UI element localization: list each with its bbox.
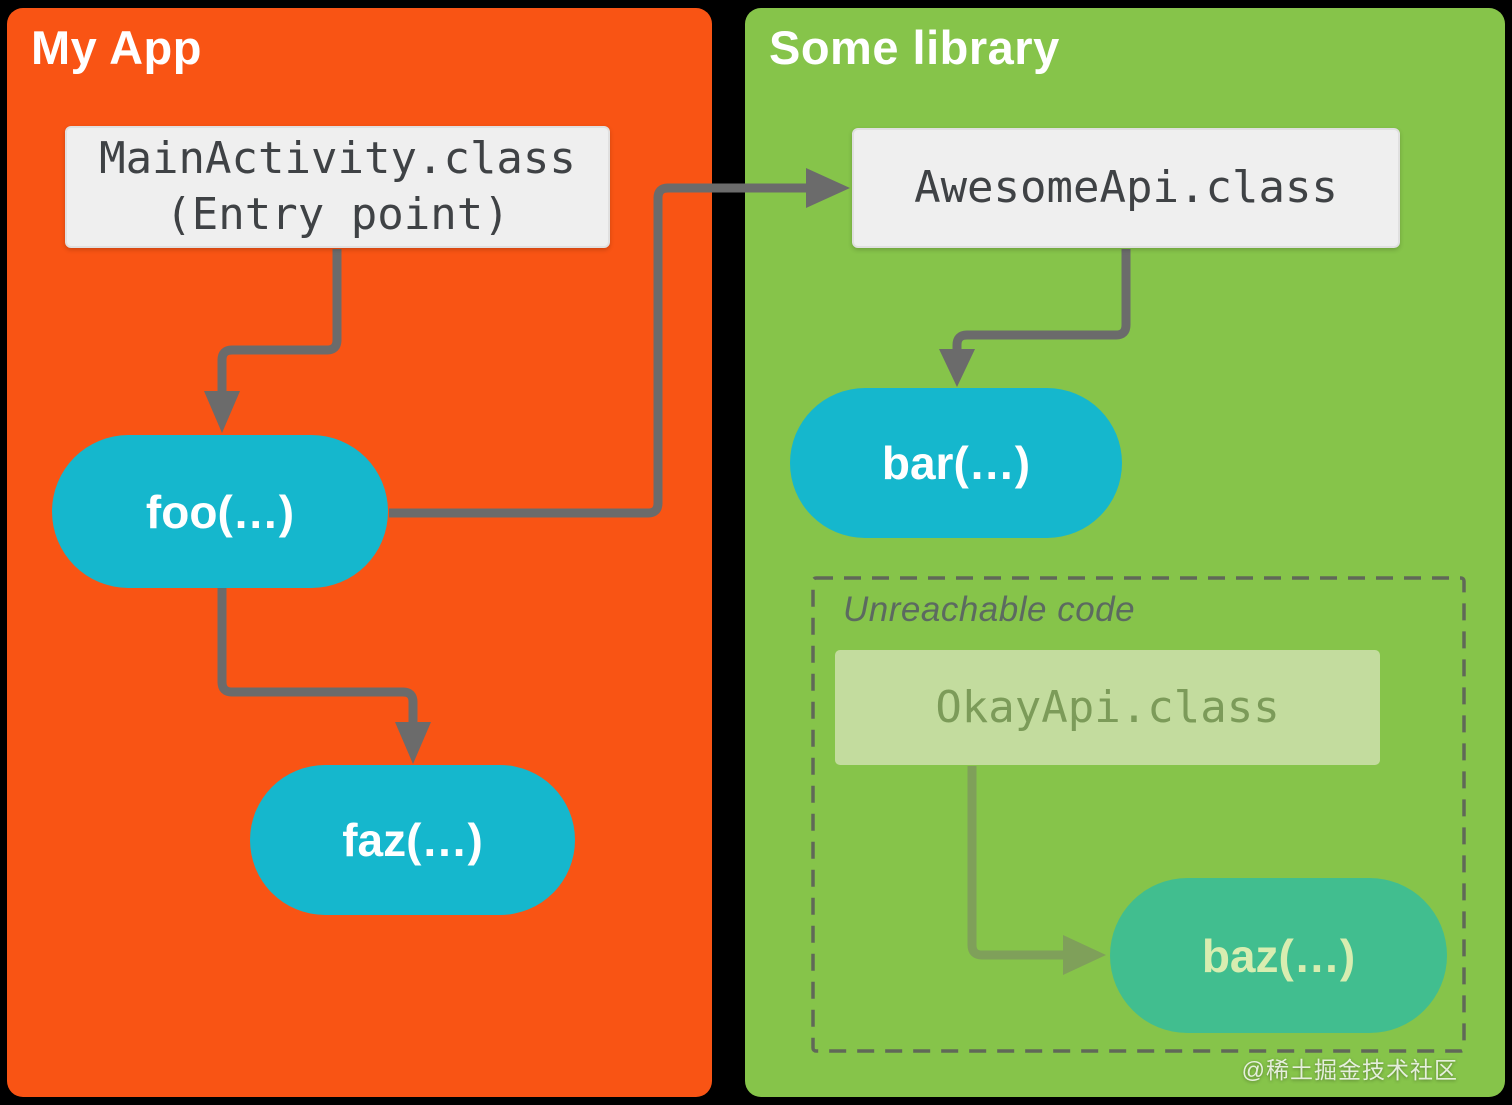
node-baz-method: baz(…)	[1110, 878, 1447, 1033]
node-awesomeapi-class: AwesomeApi.class	[852, 128, 1400, 248]
node-faz-method: faz(…)	[250, 765, 575, 915]
node-faz-label: faz(…)	[342, 814, 483, 866]
node-okayapi-class: OkayApi.class	[835, 650, 1380, 765]
node-foo-method: foo(…)	[52, 435, 388, 588]
panel-title-my-app: My App	[31, 21, 202, 74]
node-mainactivity-class: MainActivity.class (Entry point)	[65, 126, 610, 248]
node-mainactivity-line2: (Entry point)	[165, 189, 510, 240]
unreachable-code-label: Unreachable code	[843, 590, 1136, 629]
panel-title-some-library: Some library	[769, 21, 1060, 74]
node-foo-label: foo(…)	[145, 485, 295, 538]
node-okayapi-label: OkayApi.class	[935, 681, 1280, 733]
node-bar-label: bar(…)	[881, 437, 1031, 489]
node-bar-method: bar(…)	[790, 388, 1122, 538]
node-mainactivity-line1: MainActivity.class	[99, 133, 576, 184]
node-awesomeapi-label: AwesomeApi.class	[914, 162, 1338, 213]
watermark-text: @稀土掘金技术社区	[1241, 1057, 1458, 1083]
node-baz-label: baz(…)	[1201, 929, 1356, 982]
